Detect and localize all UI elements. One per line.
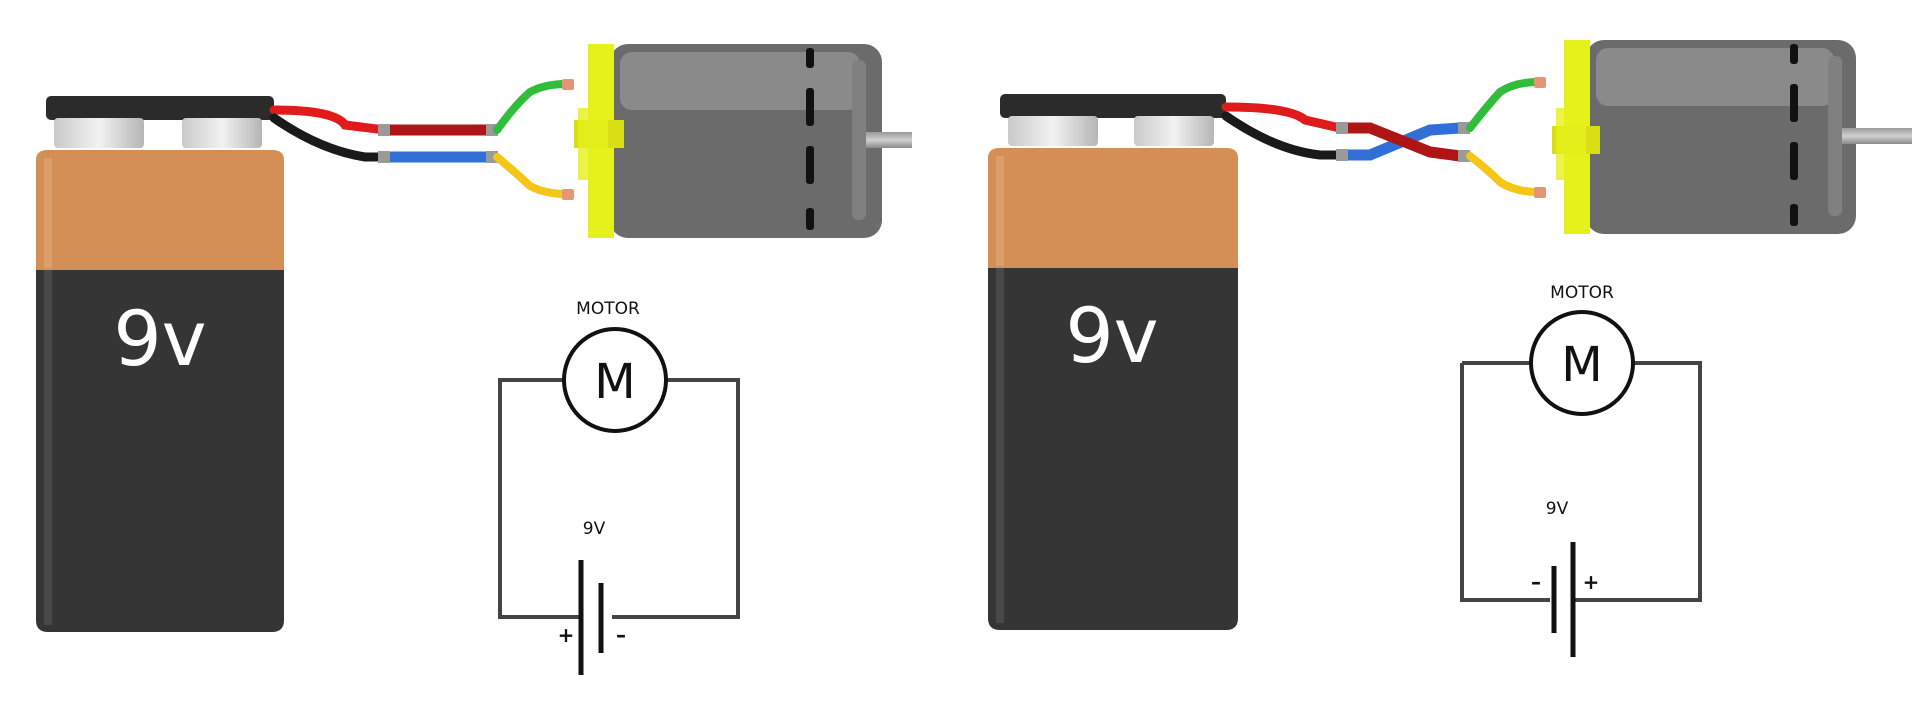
circuit-schematic: MOTOR M 9V – + bbox=[1460, 283, 1702, 657]
motor-label: MOTOR bbox=[576, 299, 640, 319]
battery-9v-icon: 9v bbox=[988, 94, 1238, 630]
battery-schematic-icon bbox=[578, 560, 604, 675]
battery-label: 9v bbox=[113, 294, 206, 383]
battery-schematic-label: 9V bbox=[583, 519, 606, 539]
battery-schematic-label: 9V bbox=[1546, 499, 1569, 519]
battery-label: 9v bbox=[1065, 291, 1158, 380]
motor-schematic-icon: M bbox=[562, 327, 668, 433]
right-terminal: + bbox=[1583, 570, 1600, 594]
left-terminal: + bbox=[558, 623, 575, 647]
dc-motor-icon bbox=[1552, 40, 1912, 234]
circuit-schematic: MOTOR M 9V + – bbox=[498, 299, 740, 675]
motor-schematic-icon: M bbox=[1529, 310, 1635, 416]
motor-label: MOTOR bbox=[1550, 283, 1614, 303]
battery-wires bbox=[1221, 77, 1546, 198]
motor-symbol: M bbox=[1561, 337, 1602, 393]
right-terminal: – bbox=[616, 623, 626, 647]
motor-symbol: M bbox=[594, 354, 635, 410]
battery-9v-icon: 9v bbox=[36, 96, 284, 632]
left-terminal: – bbox=[1531, 570, 1541, 594]
dc-motor-icon bbox=[574, 44, 912, 238]
panel-2: 9v bbox=[988, 40, 1912, 657]
battery-wires bbox=[269, 79, 574, 200]
battery-schematic-icon bbox=[1551, 542, 1576, 657]
panel-1: 9v bbox=[36, 44, 912, 675]
